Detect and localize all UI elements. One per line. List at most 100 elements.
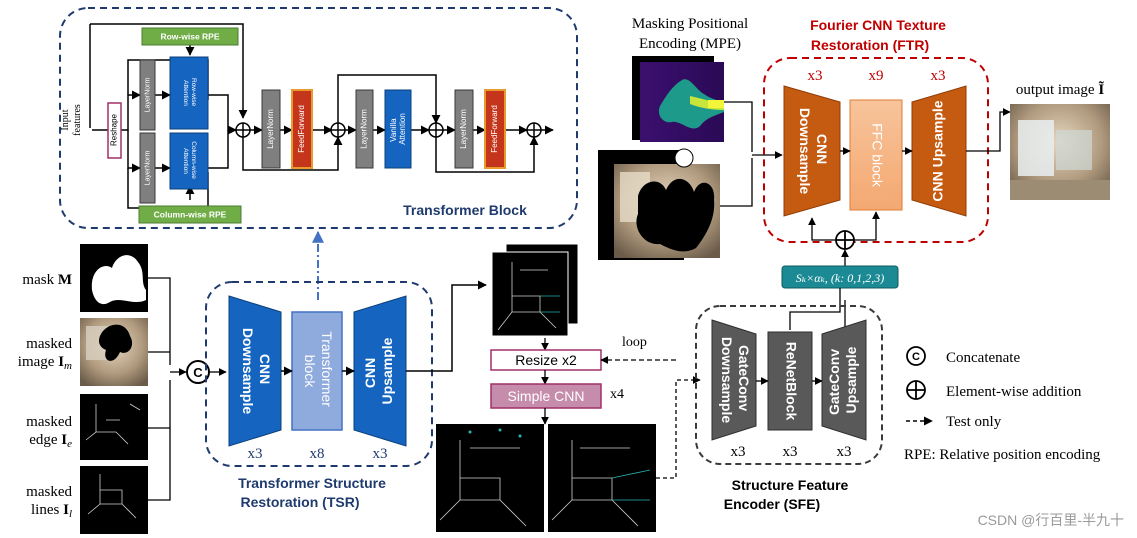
ftr-cnn-downsample-label: CNN Downsample: [797, 108, 830, 195]
concatenate-symbol: C: [193, 365, 203, 380]
output-image-label: output image Ĩ: [1016, 80, 1105, 98]
legend-element-wise-addition: Element-wise addition: [946, 384, 1082, 400]
column-wise-rpe-label: Column-wise RPE: [154, 209, 227, 219]
mpe-title-1: Masking Positional: [632, 16, 748, 32]
feedforward-1-label: FeedForward: [297, 105, 306, 153]
feedforward-2-label: FeedForward: [490, 105, 499, 153]
masked-lines-label-2: lines Il: [31, 502, 72, 520]
sfe-gateconv-upsample-label: GateConv Upsample: [826, 345, 859, 415]
tsr-mult-down: x3: [248, 446, 263, 462]
legend-test-only: Test only: [946, 414, 1002, 430]
sk-section: Sₖ×αₖ, (k: 0,1,2,3): [781, 265, 899, 330]
transformer-block-title: Transformer Block: [403, 202, 527, 218]
ftr-cnn-upsample: [911, 85, 967, 217]
sfe-border: [695, 305, 883, 465]
layernorm-4-label: LayerNorm: [459, 109, 468, 149]
tsr-cnn-downsample: [228, 295, 282, 447]
masked-image-label-1: masked: [26, 336, 72, 352]
ftr-border: [763, 57, 989, 243]
tsr-transformer-block: [291, 311, 343, 431]
left-inputs: mask M masked image Im masked edge Ie ma…: [18, 244, 227, 534]
ftr-module: Fourier CNN Texture Restoration (FTR) x3…: [763, 17, 1011, 266]
column-wise-attention-label: Column-wise Attention: [182, 141, 197, 180]
tsr-cnn-upsample-label: CNN Upsample: [362, 337, 395, 404]
tsr-mult-up: x3: [373, 446, 388, 462]
loop-label: loop: [622, 335, 647, 350]
input-features-label-2: features: [72, 104, 83, 136]
column-wise-attention-box: [169, 132, 209, 190]
sfe-mult-1: x3: [731, 444, 746, 460]
layernorm-2-label: LayerNorm: [266, 109, 275, 149]
masked-edge-label-1: masked: [26, 414, 72, 430]
sfe-gateconv-upsample: [821, 319, 867, 441]
mask-shape: [91, 255, 146, 305]
masked-edge-label-2: edge Ie: [29, 432, 72, 450]
sfe-gateconv-downsample-label: GateConv Downsample: [719, 337, 752, 424]
mask-label: mask M: [22, 272, 72, 288]
output-section: output image Ĩ: [1010, 80, 1110, 200]
legend-concatenate: Concatenate: [946, 350, 1020, 366]
legend: C Concatenate Element-wise addition Test…: [904, 346, 1101, 463]
row-wise-attention-label: Row-wise Attention: [182, 78, 197, 108]
row-wise-attention-box: [169, 56, 209, 130]
sfe-mult-3: x3: [837, 444, 852, 460]
simple-cnn-x4: x4: [610, 387, 624, 402]
masked-image-label-2: image Im: [18, 354, 72, 372]
tsr-module: CNN Downsample Transformer block CNN Ups…: [205, 281, 433, 510]
masked-edge-thumbnail: [80, 394, 148, 460]
layernorm-3-label: LayerNorm: [360, 109, 369, 149]
resize-label: Resize x2: [515, 352, 577, 368]
sfe-resnet-block-label: ReNetBlock: [783, 342, 799, 421]
simple-cnn-box: [490, 383, 602, 409]
feedforward-1-box: [291, 89, 313, 169]
input-features-label: Input: [60, 109, 71, 130]
ftr-cnn-downsample: [783, 85, 841, 217]
tsr-cnn-upsample: [353, 295, 407, 447]
watermark: CSDN @行百里-半九十: [978, 512, 1124, 528]
sfe-gateconv-downsample: [711, 319, 757, 441]
tsr-border: [205, 281, 433, 467]
masked-lines-label-1: masked: [26, 484, 72, 500]
sk-label: Sₖ×αₖ, (k: 0,1,2,3): [796, 271, 884, 285]
ftr-title-2: Restoration (FTR): [811, 37, 929, 53]
column-wise-rpe-box: [138, 205, 242, 224]
mpe-section: Masking Positional Encoding (MPE): [598, 16, 783, 260]
ftr-mult-down: x3: [808, 68, 823, 84]
reshape-label: Reshape: [110, 113, 119, 146]
tsr-transformer-block-label: Transformer block: [302, 331, 335, 411]
simple-cnn-label: Simple CNN: [507, 388, 584, 404]
sfe-title-1: Structure Feature: [732, 477, 849, 493]
masked-lines-thumbnail: [80, 466, 148, 534]
tsr-mult-trans: x8: [310, 446, 325, 462]
layernorm-row-label: LayerNorm: [144, 78, 151, 113]
vanilla-attention-box: [384, 89, 412, 169]
layernorm-4-box: [454, 89, 474, 169]
row-wise-rpe-label: Row-wise RPE: [160, 31, 219, 41]
layernorm-col-label: LayerNorm: [144, 151, 151, 186]
reshape-box: [107, 102, 122, 159]
sfe-mult-2: x3: [783, 444, 798, 460]
concatenate-circle: [186, 360, 210, 384]
middle-section: Resize x2 Simple CNN x4 loop: [406, 243, 701, 532]
feedforward-2-box: [484, 89, 506, 169]
ftr-ffc-block: [849, 99, 903, 211]
layernorm-3-box: [355, 89, 374, 169]
test-only-arrow: [656, 376, 701, 479]
layernorm-2-box: [261, 89, 281, 169]
sfe-module: GateConv Downsample ReNetBlock GateConv …: [695, 305, 883, 512]
ftr-cnn-upsample-label: CNN Upsample: [930, 100, 946, 201]
tsr-title-1: Transformer Structure: [238, 475, 386, 491]
layernorm-row-box: [139, 59, 156, 131]
tsr-title-2: Restoration (TSR): [241, 494, 360, 510]
sfe-title-2: Encoder (SFE): [724, 496, 820, 512]
ftr-mult-up: x3: [931, 68, 946, 84]
row-wise-rpe-box: [141, 27, 239, 46]
masked-img-large-hole: [636, 178, 715, 252]
sfe-resnet-block: [767, 331, 813, 431]
vanilla-attention-label: Vanilla Attention: [389, 113, 407, 145]
transformer-block-panel: Input features: [59, 7, 578, 229]
ftr-ffc-block-label: FFC block: [869, 123, 885, 188]
legend-concat-symbol: C: [912, 351, 920, 363]
legend-concat-icon: [906, 346, 926, 366]
